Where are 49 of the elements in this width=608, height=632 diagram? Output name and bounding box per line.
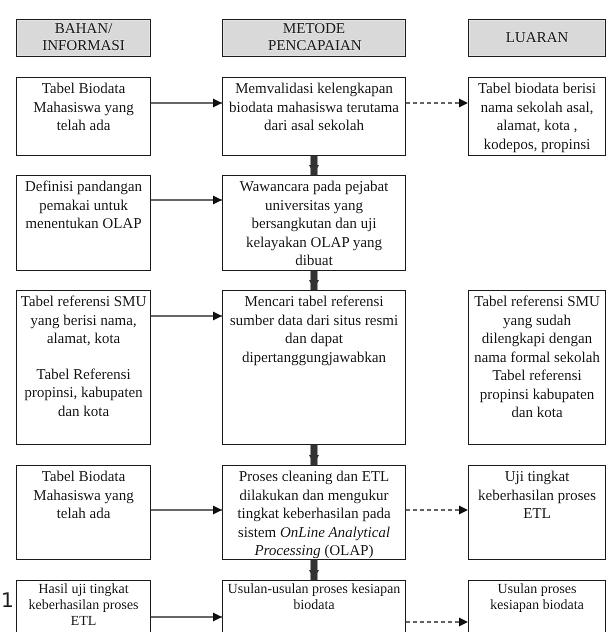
process-box [468,290,606,445]
arrow [151,612,222,622]
block-arrow [309,445,319,465]
column-header [468,19,606,57]
process-box [16,77,151,156]
arrow [151,196,222,204]
block-arrow [309,156,319,175]
box-text: Usulan proses kesiapan biodata [489,582,585,614]
process-box [16,465,151,560]
process-box [222,580,406,632]
dashed-arrow [406,618,468,626]
box-text: Tabel referensi propinsi kabupaten dan kota [478,367,596,422]
box-text: Tabel Biodata Mahasiswa yang telah ada [32,80,135,136]
box-text: Usulan-usulan proses kesiapan biodata [226,582,402,614]
dashed-arrow [406,506,468,514]
block-arrow [309,560,319,580]
box-text: Wawancara pada pejabat universitas yang bersangkutan dan uji kelayakan OLAP yang dibuat [238,178,390,270]
box-text: Proses cleaning dan ETL dilakukan dan mengukur tingkat keberhasilan pada sistem OnLine Analytical Processing (OLAP) [236,468,392,560]
box-text: Definisi pandangan pemakai untuk menentukan OLAP [24,178,144,234]
process-box [468,77,606,156]
process-box [16,175,151,271]
box-text: Tabel Biodata Mahasiswa yang telah ada [32,468,135,524]
arrow [151,506,222,514]
box-text: Memvalidasi kelengkapan biodata mahasiswa terutama dari asal sekolah [228,80,400,136]
box-text: BAHAN/ INFORMASI [41,21,126,55]
process-box [222,290,406,445]
box-text: Tabel biodata berisi nama sekolah asal, alamat, kota , kodepos, propinsi [476,80,598,154]
process-box [468,580,606,632]
box-text: Hasil uji tingkat keberhasilan proses ETL [27,582,140,630]
block-arrow [309,271,319,290]
column-header [222,19,406,57]
arrow [151,312,222,320]
box-text: Uji tingkat keberhasilan proses ETL [477,468,597,524]
arrow [151,98,222,108]
box-text: Tabel referensi SMU yang sudah dilengkapi dengan nama formal sekolah [473,293,601,367]
process-box [468,465,606,560]
box-text: METODE PENCAPAIAN [268,21,360,55]
dashed-arrow [406,98,468,108]
box-text: LUARAN [504,30,570,46]
process-box [222,465,406,560]
box-text: Mencari tabel referensi sumber data dari situs resmi dan dapat dipertanggungjawabkan [228,293,400,367]
process-box [222,77,406,156]
process-box [222,175,406,271]
box-text: Tabel referensi SMU yang berisi nama, alamat, kota [20,293,147,348]
box-text: Tabel Referensi propinsi, kabupaten dan kota [23,366,144,421]
column-header [16,19,151,57]
process-box [16,290,151,445]
process-box [16,580,151,632]
row-number: 1 [1,588,14,612]
